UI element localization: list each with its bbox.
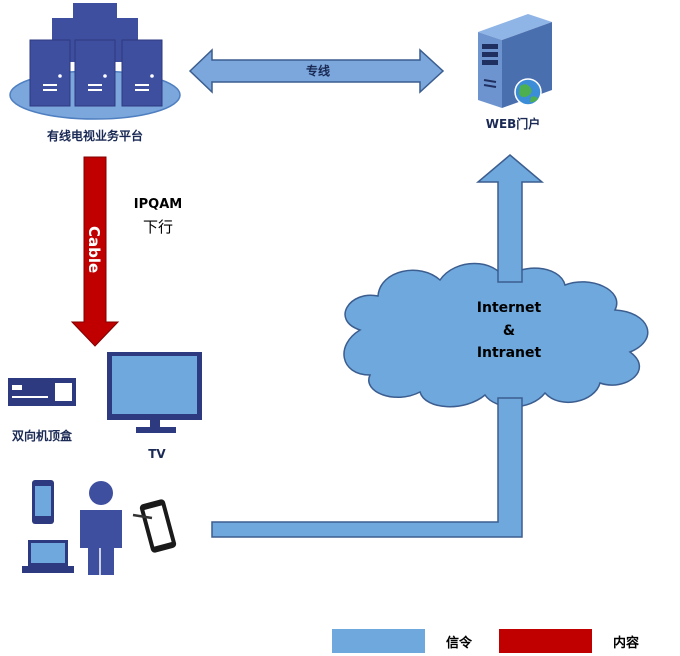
ipqam-label: IPQAM [134,197,182,212]
legend-content-swatch [499,629,592,653]
web-portal-label: WEB门户 [486,116,541,131]
cloud-label-internet: Internet [477,300,542,316]
downlink-label: 下行 [143,218,173,236]
tv-icon [107,352,202,433]
platform-server-cluster-icon [9,3,181,120]
user-to-cloud-path [211,397,523,538]
cloud-label-intranet: Intranet [477,345,542,361]
cloud-icon [343,262,649,408]
legend-signal-swatch [332,629,425,653]
smartphone-icon [32,480,54,524]
cable-downlink-arrow [70,156,120,347]
web-server-icon [478,14,552,108]
platform-label: 有线电视业务平台 [47,128,143,143]
dedicated-line-arrow [188,48,445,94]
tablet-icon [132,499,177,553]
cloud-to-portal-arrow [475,154,545,283]
dedicated-line-label: 专线 [306,63,330,78]
cloud-label-ampersand: & [503,323,515,339]
cable-label: Cable [85,226,103,273]
set-top-box-icon [8,378,76,406]
user-person-icon [80,481,122,575]
laptop-icon [22,540,74,573]
legend-signal-label: 信令 [446,635,473,651]
tv-label: TV [148,447,166,461]
legend-content-label: 内容 [613,635,639,651]
stb-label: 双向机顶盒 [12,428,73,443]
